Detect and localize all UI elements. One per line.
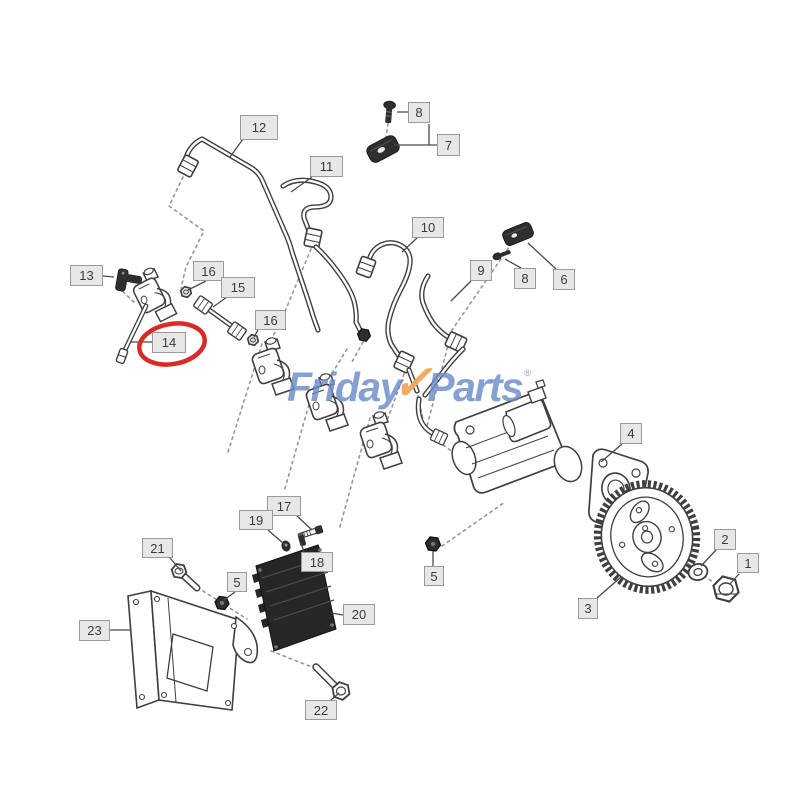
clamp-6 xyxy=(502,222,534,246)
nut-5-left xyxy=(214,596,230,610)
nut-16-lower xyxy=(246,334,259,346)
nut-5-right xyxy=(425,537,442,552)
injector-icons xyxy=(251,336,403,470)
drive-gear-3 xyxy=(593,480,701,594)
fuel-line-12 xyxy=(176,136,321,333)
sensor-13 xyxy=(115,268,143,292)
bolt-8-top xyxy=(383,100,396,124)
highlight-ellipse-14 xyxy=(137,321,207,367)
fuel-line-elbow xyxy=(415,396,449,447)
mounting-bracket-23 xyxy=(127,589,259,711)
injector-assembly-14 xyxy=(115,263,179,365)
screw-17 xyxy=(300,525,324,539)
grommet-18 xyxy=(297,532,307,547)
clamp-7 xyxy=(366,135,400,163)
washer-2 xyxy=(687,562,709,582)
bolt-21 xyxy=(170,563,201,592)
tube-15 xyxy=(192,294,248,342)
bolt-22 xyxy=(312,663,352,701)
nut-16-upper xyxy=(179,286,192,298)
nut-1 xyxy=(711,575,742,603)
screw-8 xyxy=(492,249,511,261)
fuel-line-9 xyxy=(419,273,469,398)
fuel-line-11 xyxy=(280,177,371,341)
fuel-line-10 xyxy=(355,240,420,394)
ecu-module-20 xyxy=(252,544,337,652)
callout-leader-lines xyxy=(102,111,740,701)
